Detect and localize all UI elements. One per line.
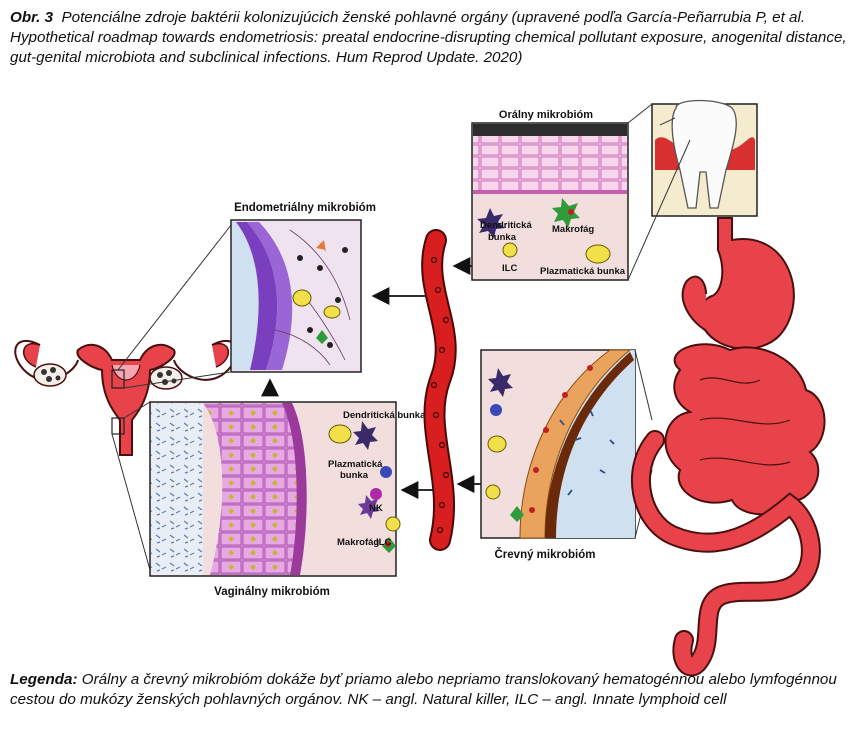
vaginal-panel	[149, 401, 401, 577]
vaginal-title: Vaginálny mikrobióm	[214, 586, 330, 598]
vaginal-dendritic-label: Dendritická bunka	[343, 410, 426, 421]
legend-text: Orálny a črevný mikrobióm dokáže byť pri…	[10, 671, 837, 708]
tooth-illustration	[627, 99, 758, 281]
vaginal-plasma-label-2: bunka	[340, 470, 369, 481]
vaginal-macrophage-label: Makrofág	[337, 537, 379, 548]
oral-dendritic-label-2: bunka	[488, 232, 517, 243]
intestinal-title: Črevný mikrobióm	[495, 548, 596, 561]
vaginal-ilc-label: ILC	[376, 537, 391, 548]
oral-ilc-label: ILC	[502, 263, 517, 274]
digestive-tract-illustration	[631, 217, 826, 677]
caption-text: Potenciálne zdroje baktérii kolonizujúci…	[10, 9, 847, 66]
figure-caption: Obr. 3 Potenciálne zdroje baktérii kolon…	[10, 8, 852, 68]
oral-title: Orálny mikrobióm	[499, 109, 593, 121]
oral-macrophage-label: Makrofág	[552, 224, 594, 235]
vaginal-plasma-label: Plazmatická	[328, 459, 383, 470]
vaginal-nk-label: NK	[369, 503, 383, 514]
legend-prefix: Legenda:	[10, 671, 78, 688]
oral-dendritic-label: Dendritická	[480, 220, 532, 231]
caption-prefix: Obr. 3	[10, 9, 54, 26]
endometrial-panel	[230, 219, 362, 373]
uterus-illustration	[14, 219, 238, 571]
oral-panel	[471, 122, 629, 281]
blood-vessel	[421, 229, 457, 551]
oral-plasma-label: Plazmatická bunka	[540, 266, 626, 277]
intestinal-panel	[480, 349, 653, 539]
endometrial-title: Endometriálny mikrobióm	[234, 202, 376, 214]
figure-legend: Legenda: Orálny a črevný mikrobióm dokáž…	[10, 670, 852, 710]
